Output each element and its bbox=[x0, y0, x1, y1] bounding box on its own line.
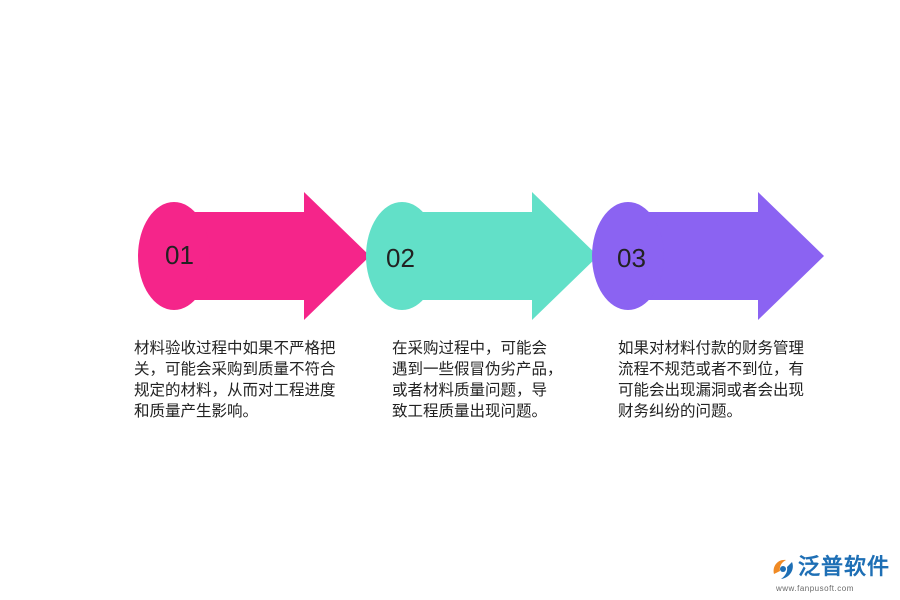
step-1-description-line: 材料验收过程中如果不严格把 bbox=[134, 339, 336, 357]
step-3-number: 03 bbox=[617, 243, 646, 273]
step-3-arrow-shape bbox=[592, 192, 824, 320]
step-1-description-line: 规定的材料，从而对工程进度 bbox=[134, 381, 336, 399]
step-3-description-line: 流程不规范或者不到位，有 bbox=[618, 360, 805, 378]
fanpu-logo-icon bbox=[773, 559, 793, 579]
step-3-arrow: 03 bbox=[592, 192, 828, 320]
step-2-description-line: 在采购过程中，可能会 bbox=[392, 339, 548, 357]
step-2-description: 在采购过程中，可能会 遇到一些假冒伪劣产品， 或者材料质量问题，导 致工程质量出… bbox=[392, 338, 563, 422]
step-1-description: 材料验收过程中如果不严格把 关，可能会采购到质量不符合 规定的材料，从而对工程进… bbox=[134, 338, 336, 422]
step-2-description-line: 遇到一些假冒伪劣产品， bbox=[392, 360, 563, 378]
step-1-description-line: 和质量产生影响。 bbox=[134, 402, 259, 420]
step-3-description: 如果对材料付款的财务管理 流程不规范或者不到位，有 可能会出现漏洞或者会出现 财… bbox=[618, 338, 804, 422]
logo-url: www.fanpusoft.com bbox=[776, 584, 854, 593]
step-1-description-line: 关，可能会采购到质量不符合 bbox=[134, 360, 336, 378]
logo-name: 泛普软件 bbox=[798, 555, 891, 580]
step-1-arrow: 01 bbox=[138, 192, 374, 320]
step-2-number: 02 bbox=[386, 243, 415, 273]
step-1-number: 01 bbox=[165, 240, 194, 270]
step-2-description-line: 或者材料质量问题，导 bbox=[392, 381, 548, 399]
step-2-arrow: 02 bbox=[366, 192, 602, 320]
step-3-description-line: 财务纠纷的问题。 bbox=[618, 402, 743, 420]
fanpu-logo[interactable]: 泛普软件 www.fanpusoft.com bbox=[770, 554, 894, 594]
step-2-description-line: 致工程质量出现问题。 bbox=[392, 402, 548, 420]
step-3-description-line: 如果对材料付款的财务管理 bbox=[618, 339, 805, 357]
step-1-arrow-shape bbox=[138, 192, 370, 320]
step-2-arrow-shape bbox=[366, 192, 598, 320]
step-3-description-line: 可能会出现漏洞或者会出现 bbox=[618, 381, 805, 399]
